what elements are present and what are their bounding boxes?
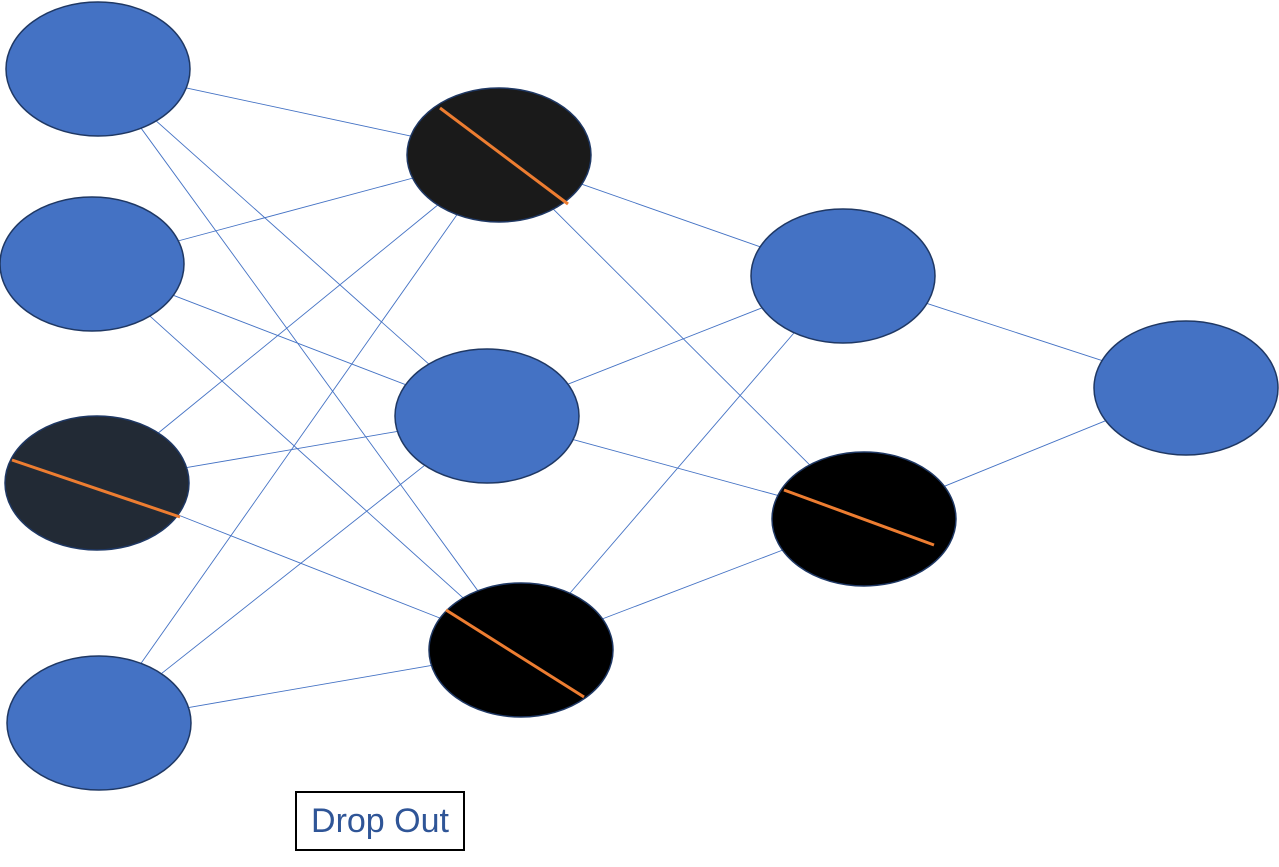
- dropout-strikes: [11, 106, 935, 699]
- edge-h2-g1: [567, 307, 763, 385]
- edge-i1-h2: [155, 120, 430, 365]
- edge-i4-h3: [188, 665, 432, 708]
- edge-h2-g2: [573, 439, 778, 496]
- edge-i4-h1: [140, 214, 458, 664]
- edge-i2-h3: [149, 315, 464, 599]
- neuron-input-i2: [0, 196, 185, 332]
- neuron-input-i1: [5, 1, 191, 137]
- neuron-hidden-2-g1: [750, 208, 936, 344]
- neuron-output-o1: [1093, 320, 1279, 456]
- neuron-input-i4: [6, 655, 192, 791]
- edge-i2-h2: [173, 294, 406, 386]
- edge-h1-g1: [581, 183, 761, 248]
- edge-i2-h1: [178, 177, 413, 242]
- edge-i4-h2: [161, 464, 425, 675]
- dropped-neuron-input-i3: [4, 415, 190, 551]
- dropout-label-box: Drop Out: [295, 791, 465, 851]
- edge-i3-h3: [177, 514, 441, 619]
- dropout-strike-i3: [11, 458, 181, 519]
- edge-g1-o1: [926, 302, 1103, 362]
- dropout-strike-g2: [783, 488, 935, 547]
- dropout-strike-h1: [439, 106, 569, 206]
- edge-h3-g1: [569, 332, 795, 594]
- connections: [140, 87, 1106, 708]
- edge-i1-h1: [186, 87, 411, 137]
- edge-h3-g2: [602, 549, 783, 620]
- dropout-label: Drop Out: [311, 801, 449, 840]
- dropped-neuron-hidden-1-h3: [428, 582, 614, 718]
- neurons: [0, 1, 1279, 791]
- neuron-hidden-1-h2: [394, 348, 580, 484]
- edge-h1-g2: [552, 208, 811, 466]
- edge-i3-h1: [157, 204, 439, 434]
- edge-i1-h3: [140, 127, 479, 592]
- dropout-strike-h3: [445, 608, 585, 699]
- edge-g2-o1: [944, 420, 1106, 487]
